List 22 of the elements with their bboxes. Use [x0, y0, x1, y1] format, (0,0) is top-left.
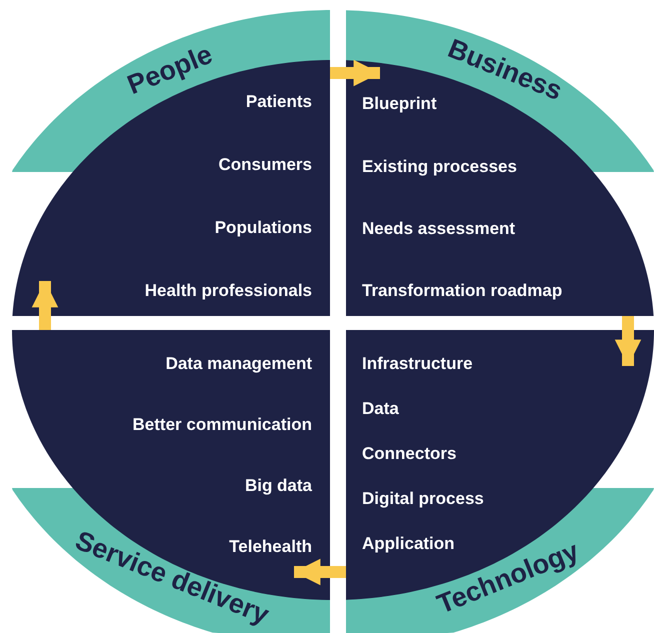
quadrant-heading: People	[123, 39, 217, 101]
list-item: Blueprint	[362, 94, 437, 114]
arrow	[294, 558, 346, 586]
list-item: Health professionals	[144, 281, 312, 301]
arrow	[32, 281, 58, 330]
arrow	[330, 60, 380, 86]
list-item: Transformation roadmap	[362, 281, 562, 301]
list-item: Telehealth	[229, 537, 312, 557]
list-item: Data	[362, 399, 399, 419]
list-item: Existing processes	[362, 157, 517, 177]
arrow	[614, 316, 642, 366]
list-item: Big data	[244, 476, 312, 496]
list-item: Infrastructure	[362, 354, 473, 374]
list-item: Better communication	[132, 415, 312, 435]
quadrant-segment	[346, 330, 654, 633]
list-item: Connectors	[362, 444, 456, 464]
list-item: Data management	[166, 354, 312, 374]
list-item: Patients	[246, 92, 312, 112]
list-item: Digital process	[362, 489, 484, 509]
list-item: Populations	[214, 218, 312, 238]
list-item: Needs assessment	[362, 219, 516, 239]
list-item: Consumers	[218, 155, 312, 175]
